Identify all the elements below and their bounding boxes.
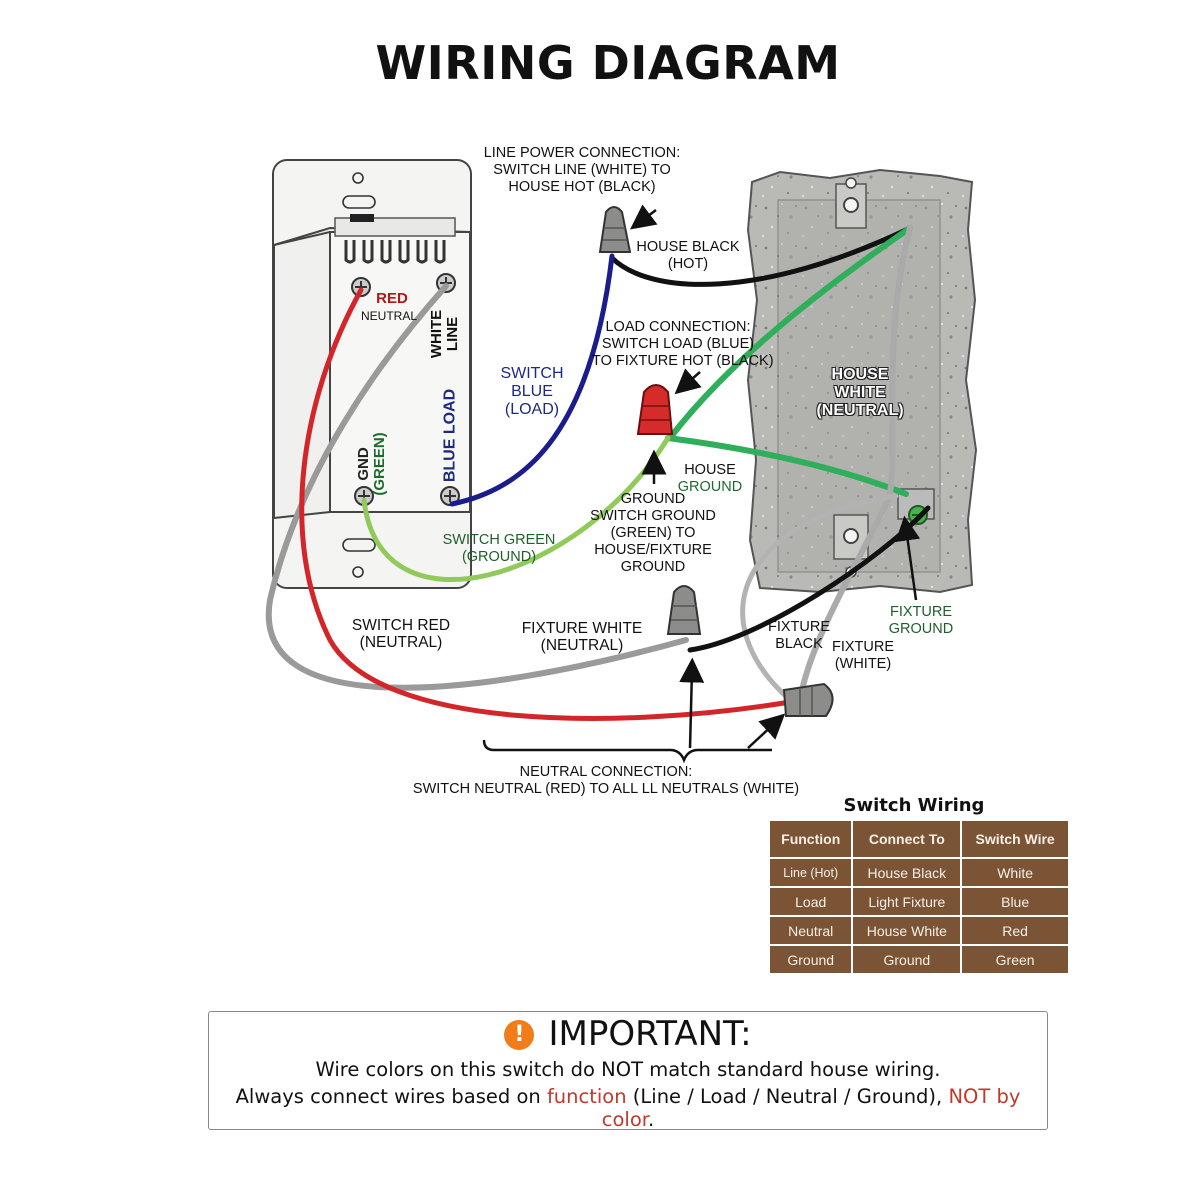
wire-nut-red (636, 384, 674, 435)
switch-body (273, 214, 471, 520)
table-cell: Blue (960, 886, 1070, 917)
important-line-2: Always connect wires based on function (… (235, 1085, 1021, 1131)
load-connection-label: LOAD CONNECTION: SWITCH LOAD (BLUE) TO F… (592, 319, 774, 369)
table-header: Connect To (851, 819, 963, 859)
table-row: Ground Ground Green (767, 944, 1070, 975)
table-header: Function (767, 819, 854, 859)
neutral-connection-label: NEUTRAL CONNECTION: SWITCH NEUTRAL (RED)… (412, 764, 800, 797)
switch-red-label: SWITCH RED (NEUTRAL) (351, 617, 451, 651)
wire-nut-gray-bottom (782, 682, 834, 717)
highlight-function: function (546, 1085, 627, 1108)
line-power-label: LINE POWER CONNECTION: SWITCH LINE (WHIT… (483, 145, 681, 195)
table-row: Load Light Fixture Blue (767, 886, 1070, 917)
electrical-box (746, 168, 978, 594)
table-cell: Load (767, 886, 854, 917)
ground-connection-label: GROUND SWITCH GROUND (GREEN) TO HOUSE/FI… (590, 491, 716, 575)
important-line-1: Wire colors on this switch do NOT match … (315, 1058, 941, 1081)
table-header: Switch Wire (960, 819, 1070, 859)
fixture-white-label: FIXTURE WHITE (NEUTRAL) (521, 620, 643, 654)
exclamation-icon: ! (504, 1020, 535, 1050)
table-cell: Ground (767, 944, 854, 975)
table-cell: White (960, 857, 1070, 888)
switch-blue-label: SWITCH BLUE (LOAD) (500, 365, 564, 418)
table-cell: Ground (851, 944, 963, 975)
wires (265, 225, 931, 721)
fixture-white-right-label: FIXTURE (WHITE) (831, 639, 895, 672)
terminal-blue-load-label: BLUE LOAD (441, 388, 459, 483)
switch-green-label: SWITCH GREEN (GROUND) (442, 532, 556, 565)
important-notice: !IMPORTANT: Wire colors on this switch d… (208, 1011, 1048, 1131)
table-row: Neutral House White Red (767, 915, 1070, 946)
terminal-red-label: RED (376, 290, 408, 307)
table-cell: Neutral (767, 915, 854, 946)
important-heading: !IMPORTANT: (209, 1014, 1047, 1054)
terminal-white-line-label: WHITE LINE (428, 309, 461, 359)
wire-nut-gray-top (598, 206, 632, 253)
table-title: Switch Wiring (843, 795, 985, 816)
table-cell: House White (851, 915, 963, 946)
fixture-black-label: FIXTURE BLACK (767, 619, 831, 652)
highlight-not-by-color: NOT by color (601, 1085, 1021, 1131)
terminal-gnd-label: GND (GREEN) (355, 432, 388, 496)
house-black-label: HOUSE BLACK (HOT) (636, 239, 740, 272)
terminal-neutral-label: NEUTRAL (360, 309, 417, 323)
page-title: WIRING DIAGRAM (375, 36, 841, 90)
wire-nut-gray-middle (666, 585, 702, 635)
table-cell: Green (960, 944, 1070, 975)
switch-wiring-table: Function Connect To Switch Wire Line (Ho… (767, 819, 1070, 975)
fixture-ground-label: FIXTURE GROUND (888, 604, 954, 637)
table-cell: Light Fixture (851, 886, 963, 917)
table-cell: Line (Hot) (767, 857, 854, 888)
house-white-label: HOUSE WHITE (NEUTRAL) (816, 366, 904, 419)
table-cell: House Black (851, 857, 963, 888)
house-ground-label: HOUSE GROUND (677, 462, 743, 495)
table-header-row: Function Connect To Switch Wire (767, 819, 1070, 859)
table-row: Line (Hot) House Black White (767, 857, 1070, 888)
table-cell: Red (960, 915, 1070, 946)
